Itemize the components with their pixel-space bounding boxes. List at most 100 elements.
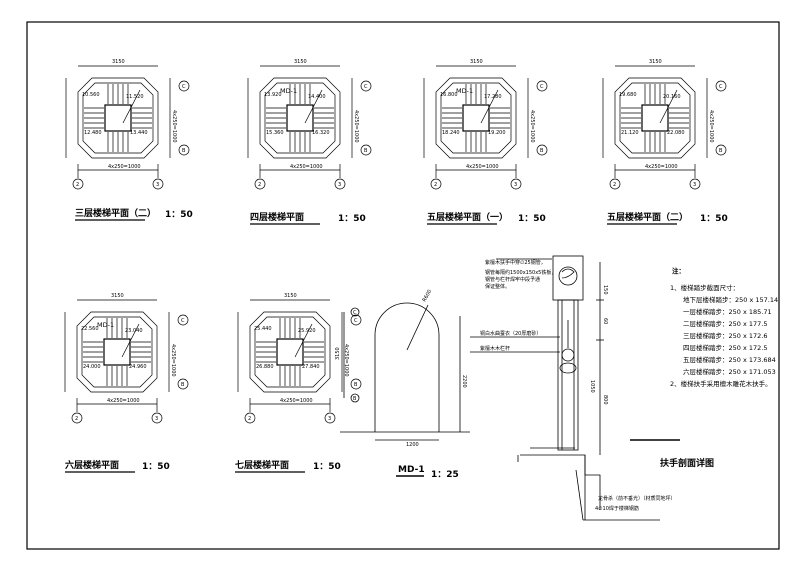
- bay-dim: 4x250=1000: [466, 164, 499, 170]
- level-mark: 16.320: [312, 130, 330, 136]
- cut-line: [121, 323, 140, 358]
- bay-dim: 4x250=1000: [108, 164, 141, 170]
- notes-step-1: 一层楼梯踏步：250 x 185.71: [683, 307, 772, 316]
- door-md1-elevation: [340, 302, 470, 441]
- inner-wall: [81, 316, 153, 388]
- grid-label: 3: [328, 416, 331, 422]
- level-mark: 13.920: [264, 92, 282, 98]
- handrail-dim-1: 150: [602, 285, 608, 295]
- notes-item-1: 1、楼梯踏步截面尺寸：: [670, 283, 739, 292]
- level-mark: 12.480: [84, 130, 102, 136]
- notes-item-2: 2、楼梯扶手采用檀木雕花木扶手。: [670, 379, 772, 388]
- grid-bubble: [178, 144, 190, 156]
- notes-heading: 注：: [672, 266, 685, 275]
- grid-bubble: [360, 80, 372, 92]
- grid-label: 3: [693, 182, 696, 188]
- door-tag: MD-1: [97, 321, 114, 329]
- plan-scale: 1：50: [518, 214, 546, 224]
- cut-line: [480, 89, 499, 124]
- inner-wall: [619, 82, 691, 154]
- cut-line: [304, 89, 323, 124]
- grid-bubble: [177, 378, 189, 390]
- grid-bubble: [536, 144, 548, 156]
- door-outline: [374, 302, 440, 432]
- grid-bubble: [151, 412, 163, 424]
- bay-dim: 4x250=1000: [645, 164, 678, 170]
- door-title: MD-1: [398, 465, 425, 475]
- grid-label: 3: [155, 416, 158, 422]
- cut-line: [294, 323, 313, 358]
- grid-label: C: [181, 318, 185, 324]
- door-radius-dim: R600: [422, 289, 434, 303]
- grid-bubble: [177, 314, 189, 326]
- grid-label: 2: [248, 416, 251, 422]
- handrail-callout-5: 铜白水曲蚕衣（20厚磨砂）: [480, 330, 541, 337]
- grid-bubble: [254, 178, 266, 190]
- handrail-dim-2: 60: [602, 318, 608, 324]
- grid-bubble: [324, 412, 336, 424]
- side-dim: 4x250=1000: [529, 110, 535, 143]
- level-mark: 15.360: [266, 130, 284, 136]
- cut-line: [659, 89, 678, 124]
- level-mark: 17.280: [484, 94, 502, 100]
- stair-plan: [602, 65, 727, 190]
- level-mark: 19.680: [619, 92, 637, 98]
- handrail-bottom-callout-2: 4∅10焊于楼梯钢筋: [595, 505, 639, 512]
- plan-scale: 1：50: [313, 462, 341, 472]
- handrail-callout-1: 紫檀木扶手中穿∅25钢管，: [485, 259, 546, 266]
- grid-bubble: [72, 178, 84, 190]
- side-dim: 4x250=1000: [353, 110, 359, 143]
- grid-label: C: [540, 84, 544, 90]
- grid-bubble: [71, 412, 83, 424]
- grid-bubble: [715, 144, 727, 156]
- grid-label: C: [364, 84, 368, 90]
- door-width-dim: 1200: [406, 442, 419, 448]
- grid-bubble: [244, 412, 256, 424]
- grid-label: B: [719, 148, 723, 154]
- plan-title: 四层楼梯平面: [250, 211, 304, 223]
- notes-step-2: 二层楼梯踏步：250 x 177.5: [683, 319, 768, 328]
- inner-wall: [440, 82, 512, 154]
- level-mark: 18.240: [442, 130, 460, 136]
- level-mark: 24.000: [83, 364, 101, 370]
- overall-dim: 3150: [112, 59, 125, 65]
- stair-plan: [64, 299, 189, 424]
- level-mark: 10.560: [82, 92, 100, 98]
- level-mark: 20.160: [663, 94, 681, 100]
- plan-title: 五层楼梯平面（二）: [607, 211, 688, 223]
- grid-label: B: [354, 382, 358, 388]
- plan-scale: 1：50: [165, 210, 193, 220]
- notes-block: 注： 1、楼梯踏步截面尺寸： 地下层楼梯踏步：250 x 157.14 一层楼梯…: [670, 266, 778, 388]
- handrail-callout-6: 紫檀木木栏杆: [480, 345, 510, 352]
- plan-title: 七层楼梯平面: [235, 459, 289, 471]
- level-mark: 25.440: [254, 326, 272, 332]
- outer-wall: [435, 77, 517, 159]
- side-dim: 4x250=1000: [708, 110, 714, 143]
- stair-plan: [65, 65, 190, 190]
- stair-well: [104, 104, 132, 132]
- level-mark: 22.080: [667, 130, 685, 136]
- grid-bubble: [536, 80, 548, 92]
- grid-label: 2: [75, 416, 78, 422]
- level-mark: 16.800: [440, 92, 458, 98]
- level-mark: 11.520: [126, 94, 144, 100]
- grid-bubble: [609, 178, 621, 190]
- grid-label: 2: [434, 182, 437, 188]
- inner-wall: [264, 82, 336, 154]
- handrail-dim-4: 1050: [589, 380, 595, 393]
- outer-wall: [259, 77, 341, 159]
- door-grid-c: C: [353, 310, 357, 316]
- door-grid-dim: 3150: [335, 347, 341, 360]
- handrail-callout-3: 钢管与栏杆焊牢中段予通: [485, 276, 540, 283]
- grid-bubble: [152, 178, 164, 190]
- grid-bubble: [360, 144, 372, 156]
- side-dim: 4x250=1000: [171, 110, 177, 143]
- grid-label: 3: [338, 182, 341, 188]
- door-scale: 1：25: [431, 470, 459, 480]
- stair-plan: [237, 299, 362, 424]
- grid-label: B: [182, 148, 186, 154]
- notes-step-0: 地下层楼梯踏步：250 x 157.14: [683, 295, 778, 304]
- door-tag: MD-1: [456, 87, 473, 95]
